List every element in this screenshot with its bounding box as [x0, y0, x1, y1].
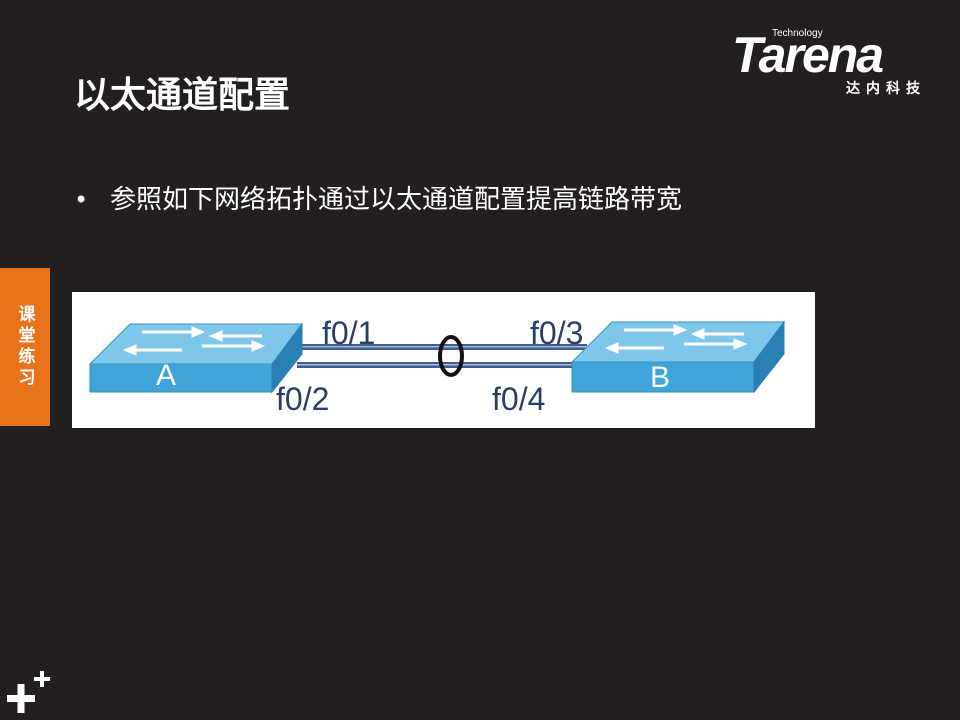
port-label-a-top: f0/1 [322, 315, 376, 351]
slide-title: 以太通道配置 [74, 75, 291, 116]
ellipse-bundle-icon [438, 335, 464, 377]
switch-a-icon [88, 322, 303, 394]
port-label-a-bottom: f0/2 [276, 381, 330, 417]
logo-wordmark: Tarena [732, 27, 884, 83]
bullet-item: • 参照如下网络拓扑通过以太通道配置提高链路带宽 [74, 182, 682, 218]
network-topology-diagram: A B f0/1 f0/2 f0/3 f0/4 [72, 292, 815, 428]
logo-chinese-text: 达内科技 [846, 81, 926, 97]
tarena-logo: Technology Tarena 达内科技 [730, 24, 930, 98]
plus-icon [7, 671, 50, 713]
side-tab-label: 课堂练习 [14, 305, 35, 389]
switch-b-icon [570, 320, 785, 394]
topology-graphic [88, 320, 785, 394]
switch-b-label: B [650, 361, 671, 394]
port-label-b-top: f0/3 [530, 315, 584, 351]
bullet-text: 参照如下网络拓扑通过以太通道配置提高链路带宽 [110, 185, 683, 215]
logo-technology-text: Technology [772, 28, 823, 39]
bullet-icon: • [74, 186, 89, 214]
port-label-b-bottom: f0/4 [492, 381, 546, 417]
switch-a-label: A [156, 359, 177, 392]
side-tab: 课堂练习 [0, 268, 50, 426]
